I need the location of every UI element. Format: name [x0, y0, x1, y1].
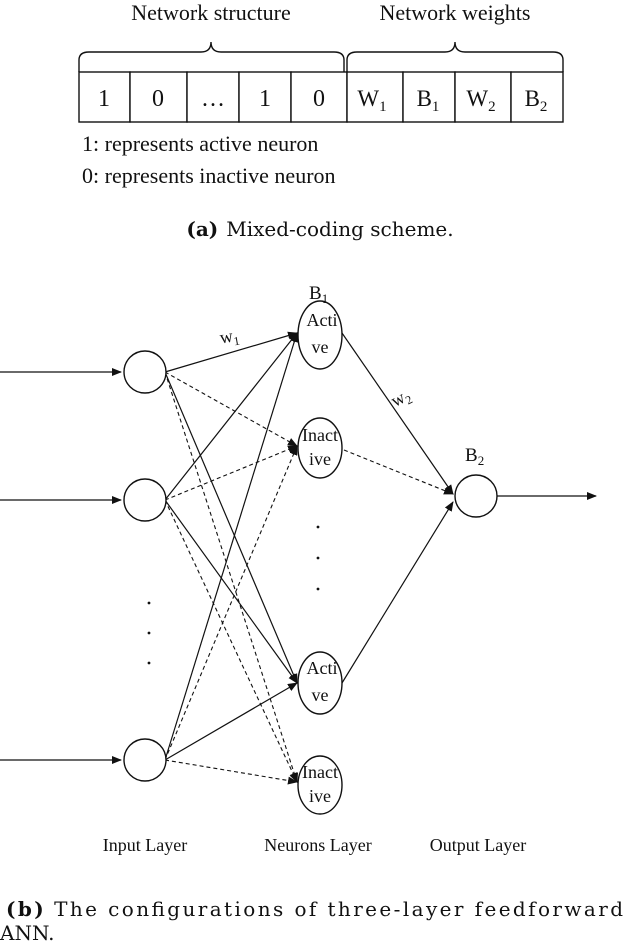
- weight-cell-b2: B2: [525, 86, 548, 115]
- cell: [129, 71, 188, 123]
- input-neuron: [123, 350, 167, 394]
- bias-b1-label: B1: [309, 283, 328, 306]
- connection: [341, 501, 454, 684]
- connection: [164, 445, 298, 501]
- weight-cell-w2: W2: [466, 86, 495, 115]
- cell-value: …: [201, 86, 225, 112]
- cell: [510, 71, 564, 123]
- connection: [164, 371, 298, 684]
- connection: [164, 682, 298, 761]
- weight-cells: W1 B1 W2 B2: [346, 71, 564, 123]
- connection: [164, 759, 298, 785]
- legend-inactive: 0: represents inactive neuron: [82, 163, 336, 188]
- dot: [316, 556, 320, 560]
- cell: [78, 71, 131, 123]
- dot: [147, 601, 151, 605]
- legend-active: 1: represents active neuron: [82, 131, 318, 156]
- neuron-circle: [297, 755, 343, 815]
- cell-value: 0: [152, 86, 164, 112]
- neuron-circle: [297, 300, 343, 370]
- hidden-ellipsis: [316, 525, 320, 591]
- input-neuron: [123, 478, 167, 522]
- connection: [164, 499, 298, 684]
- weight-w2-label: w2: [387, 384, 415, 413]
- cell-value: 1: [259, 86, 271, 112]
- inactive-connections: [164, 371, 299, 785]
- connection: [164, 332, 299, 761]
- neuron-label: Acti: [307, 310, 338, 330]
- connection: [164, 499, 298, 783]
- connection: [343, 449, 454, 495]
- connection: [164, 445, 298, 761]
- weight-cell-w1: W1: [357, 86, 386, 115]
- active-connections: [164, 331, 299, 761]
- dot: [147, 661, 151, 665]
- connection: [164, 371, 298, 447]
- neurons-layer-label: Neurons Layer: [264, 835, 371, 855]
- cell: [186, 71, 240, 123]
- bias-b2-label: B2: [465, 445, 484, 468]
- mixed-coding-scheme: Network structure Network weights 1 0 … …: [78, 0, 564, 241]
- cell: [454, 71, 512, 123]
- structure-cells: 1 0 … 1 0: [78, 71, 348, 123]
- neuron-label: Inact: [302, 762, 338, 782]
- output-neuron: [454, 474, 498, 518]
- connection: [164, 331, 298, 373]
- dot: [316, 587, 320, 591]
- cell: [346, 71, 404, 123]
- input-neuron: [123, 738, 167, 782]
- output-connections: [341, 332, 454, 684]
- output-layer-label: Output Layer: [430, 835, 526, 855]
- weight-w1-label: w1: [218, 325, 241, 351]
- connection: [164, 371, 299, 783]
- neuron-circle: [297, 417, 343, 479]
- dot: [147, 631, 151, 635]
- cell: [290, 71, 348, 123]
- cell-value: 1: [98, 86, 110, 112]
- neuron-label: Acti: [307, 658, 338, 678]
- network-structure-label: Network structure: [131, 0, 290, 25]
- ann-diagram: Acti ve Inact ive Acti ve Inact ive B1 B…: [0, 283, 623, 943]
- caption-b-line2: ANN.: [0, 921, 55, 943]
- caption-b-line1: (b)The configurations of three-layer fee…: [6, 897, 623, 921]
- cell-value: 0: [313, 86, 325, 112]
- network-weights-label: Network weights: [380, 0, 531, 25]
- structure-brace: [78, 41, 345, 72]
- input-layer-label: Input Layer: [103, 835, 187, 855]
- dot: [316, 525, 320, 529]
- caption-a: (a)Mixed-coding scheme.: [186, 217, 453, 241]
- hidden-neuron-inactive: Inact ive: [297, 417, 343, 479]
- hidden-neuron-inactive: Inact ive: [297, 755, 343, 815]
- cell: [402, 71, 456, 123]
- neuron-circle: [297, 651, 343, 715]
- connection: [164, 332, 298, 501]
- neuron-label: ve: [312, 685, 329, 705]
- weight-cell-b1: B1: [417, 86, 440, 115]
- input-ellipsis: [147, 601, 151, 665]
- hidden-neuron-active: Acti ve: [297, 651, 343, 715]
- hidden-neuron-active: Acti ve: [297, 300, 343, 370]
- neuron-label: ve: [312, 337, 329, 357]
- connection: [341, 332, 454, 495]
- neuron-label: Inact: [302, 425, 338, 445]
- neuron-label: ive: [309, 449, 331, 469]
- weights-brace: [346, 41, 564, 72]
- neuron-label: ive: [309, 786, 331, 806]
